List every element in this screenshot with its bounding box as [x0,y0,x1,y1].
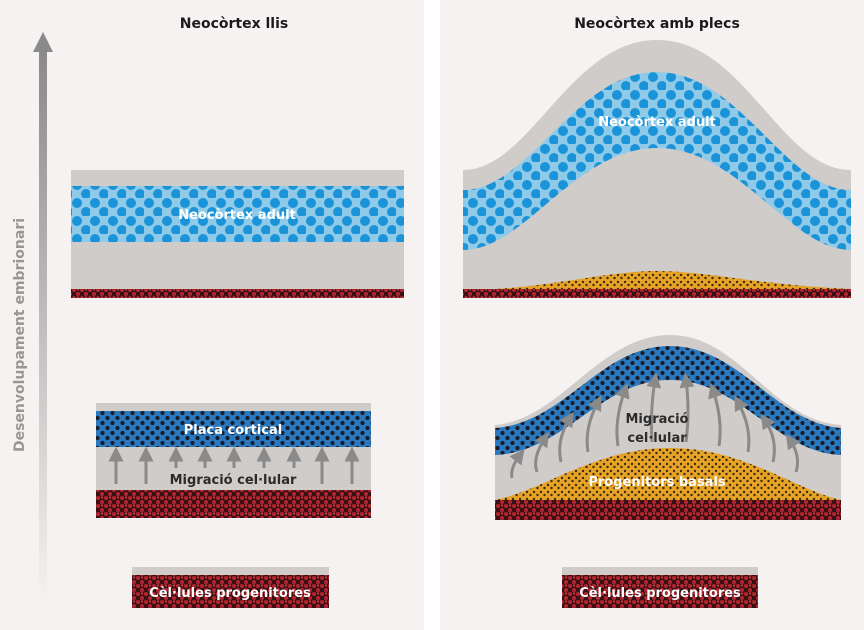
left-panel [0,0,424,630]
development-axis-arrow [33,32,53,605]
folded-adult-neocortex [463,40,851,298]
basal-progenitors-layer [495,448,841,500]
development-axis-label: Desenvolupament embrionari [12,218,28,452]
progenitor-cells-label-left: Cèl·lules progenitores [149,586,311,601]
progenitor-cells-label-right: Cèl·lules progenitores [579,586,741,601]
smooth-embryonic-cortex [96,403,371,518]
adult-neocortex-layer [71,186,404,242]
migration-arrows [108,446,360,484]
progenitor-cells-right [562,567,758,608]
progenitor-zone-layer [96,490,371,518]
migration-label-right-line2: cel·lular [627,431,687,446]
basal-progenitors-label: Progenitors basals [588,475,726,490]
cortical-plate-layer [96,411,371,447]
migration-label-left: Migració cel·lular [170,473,297,488]
folded-adult-neocortex-layer [463,72,851,250]
progenitor-base-layer-right [463,289,851,298]
folded-cortical-plate-layer [495,346,841,455]
migration-arrows-curved [509,372,801,479]
progenitor-base-layer [71,289,404,298]
folded-embryonic-cortex [495,335,841,520]
progenitor-cells-left [132,567,329,608]
migration-label-right-line1: Migració [626,412,689,427]
right-panel-title: Neocòrtex amb plecs [574,16,740,32]
cortical-plate-label: Placa cortical [184,423,282,438]
progenitor-zone-layer-right [495,500,841,520]
smooth-adult-neocortex [71,170,404,298]
adult-neocortex-label-left: Neocòrtex adult [178,208,296,223]
basal-progenitor-thin-layer [495,271,851,289]
adult-neocortex-label-right: Neocòrtex adult [598,115,716,130]
left-panel-title: Neocòrtex llis [180,16,288,32]
